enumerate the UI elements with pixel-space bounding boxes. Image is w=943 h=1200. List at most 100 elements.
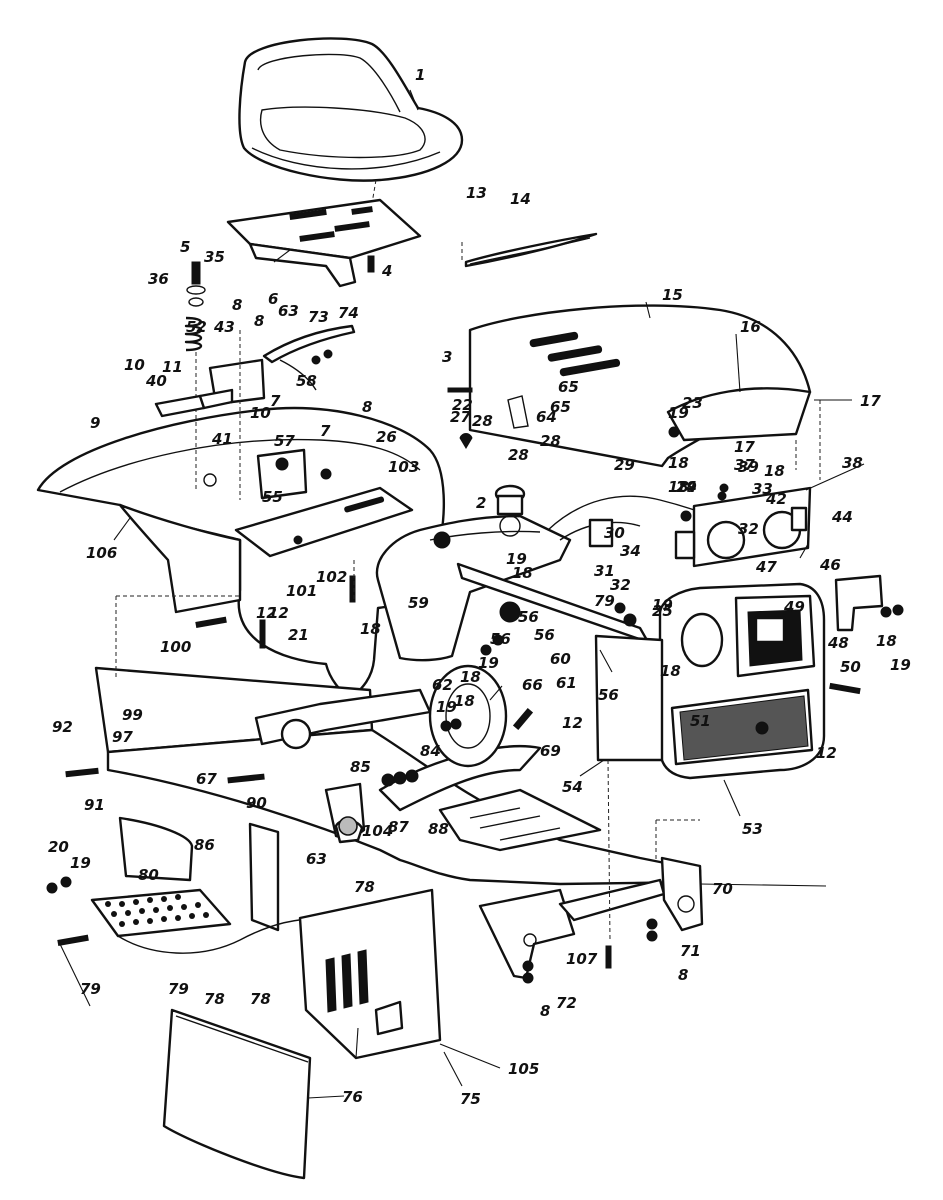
part-number: 11 xyxy=(162,358,183,376)
frame xyxy=(94,666,702,886)
part-number: 1 xyxy=(415,66,425,84)
part-number: 85 xyxy=(350,758,371,776)
side-bracket xyxy=(834,574,884,632)
part-number: 100 xyxy=(160,638,191,656)
part-number: 18 xyxy=(460,668,481,686)
part-number: 106 xyxy=(86,544,117,562)
part-number: 18 xyxy=(764,462,785,480)
part-number: 56 xyxy=(518,608,539,626)
part-number: 65 xyxy=(558,378,579,396)
part-number: 43 xyxy=(213,318,235,336)
part-number: 79 xyxy=(594,592,615,610)
part-number: 30 xyxy=(604,524,625,542)
part-number: 79 xyxy=(80,980,101,998)
part-number: 14 xyxy=(510,190,531,208)
part-number: 24 xyxy=(676,478,697,496)
hinge-brackets xyxy=(154,388,234,418)
part-number: 52 xyxy=(186,318,207,336)
part-number: 80 xyxy=(138,866,159,884)
part-number: 19 xyxy=(506,550,527,568)
spring-bolt-stack xyxy=(184,261,241,500)
part-number: 17 xyxy=(860,392,881,410)
dash-panel xyxy=(674,486,812,568)
part-number: 32 xyxy=(738,520,759,538)
part-number: 3 xyxy=(442,348,452,366)
part-number: 27 xyxy=(450,408,471,426)
front-cowl xyxy=(658,582,826,780)
part-number: 38 xyxy=(842,454,863,472)
leader-lines xyxy=(59,89,865,1099)
part-number: 58 xyxy=(296,372,317,390)
part-number: 19 xyxy=(478,654,499,672)
part-number: 53 xyxy=(742,820,763,838)
part-number: 56 xyxy=(598,686,619,704)
part-number: 86 xyxy=(194,836,215,854)
part-number: 28 xyxy=(472,412,493,430)
alignment-lines xyxy=(115,242,821,941)
part-number: 62 xyxy=(432,676,453,694)
part-number: 51 xyxy=(690,712,711,730)
part-number: 19 xyxy=(676,478,697,496)
part-number: 75 xyxy=(460,1090,481,1108)
part-number: 63 xyxy=(278,302,299,320)
part-number: 39 xyxy=(738,458,759,476)
part-number: 40 xyxy=(145,372,167,390)
part-number: 90 xyxy=(246,794,267,812)
part-number: 61 xyxy=(556,674,577,692)
part-number: 54 xyxy=(562,778,583,796)
part-number: 8 xyxy=(232,296,242,314)
part-number: 63 xyxy=(306,850,327,868)
part-number: 105 xyxy=(508,1060,539,1078)
part-number: 8 xyxy=(362,398,372,416)
part-number: 35 xyxy=(204,248,225,266)
footboard xyxy=(90,816,331,954)
part-number: 78 xyxy=(204,990,225,1008)
part-number: 31 xyxy=(594,562,615,580)
ignition-switch xyxy=(588,518,614,548)
part-number: 56 xyxy=(534,626,555,644)
part-number: 72 xyxy=(556,994,577,1012)
part-number: 44 xyxy=(831,508,853,526)
part-number: 101 xyxy=(286,582,317,600)
fender xyxy=(36,406,446,702)
part-number: 47 xyxy=(755,558,777,576)
part-number: 76 xyxy=(342,1088,363,1106)
part-number: 56 xyxy=(490,630,511,648)
part-number: 15 xyxy=(662,286,683,304)
part-number: 25 xyxy=(652,602,673,620)
part-number: 48 xyxy=(827,634,849,652)
part-number: 65 xyxy=(550,398,571,416)
side-panel xyxy=(298,888,442,1060)
part-number: 32 xyxy=(610,576,631,594)
part-number: 8 xyxy=(678,966,688,984)
part-number: 19 xyxy=(70,854,91,872)
part-number: 88 xyxy=(428,820,449,838)
part-number: 74 xyxy=(338,304,359,322)
part-number: 17 xyxy=(734,438,755,456)
part-number: 41 xyxy=(211,430,233,448)
part-number: 2 xyxy=(476,494,486,512)
part-number: 92 xyxy=(52,718,73,736)
part-number: 71 xyxy=(680,942,701,960)
part-number: 60 xyxy=(550,650,571,668)
part-number: 10 xyxy=(124,356,145,374)
part-number: 34 xyxy=(620,542,641,560)
part-number: 7 xyxy=(320,422,331,440)
part-number: 19 xyxy=(436,698,457,716)
part-number: 18 xyxy=(668,454,689,472)
part-number: 23 xyxy=(682,394,703,412)
part-number: 84 xyxy=(420,742,441,760)
part-number: 97 xyxy=(112,728,133,746)
part-number: 6 xyxy=(268,290,278,308)
part-number: 59 xyxy=(408,594,429,612)
part-number: 99 xyxy=(122,706,143,724)
part-number: 29 xyxy=(614,456,635,474)
part-number: 8 xyxy=(540,1002,550,1020)
part-number: 103 xyxy=(388,458,419,476)
part-number: 18 xyxy=(876,632,897,650)
part-number: 19 xyxy=(668,404,689,422)
part-number: 18 xyxy=(454,692,475,710)
part-number: 78 xyxy=(250,990,271,1008)
part-number: 20 xyxy=(48,838,69,856)
